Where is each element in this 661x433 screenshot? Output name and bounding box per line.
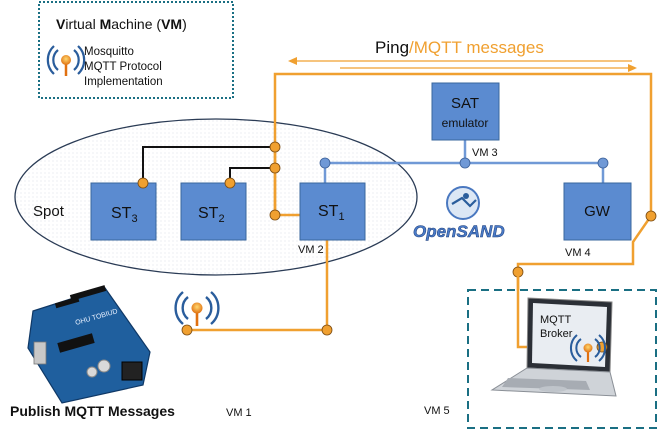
broker-label-1: MQTT (540, 314, 571, 326)
st1-node: ST1 (299, 182, 366, 241)
svg-text:emulator: emulator (442, 116, 489, 130)
svg-text:OpenSAND: OpenSAND (413, 222, 505, 241)
arduino-board: OHU TOBIUD (27, 285, 151, 404)
svg-text:ST3: ST3 (111, 205, 138, 225)
mosquitto-icon (46, 45, 86, 76)
publish-caption: Publish MQTT Messages (10, 403, 175, 419)
vm3-label: VM 3 (472, 147, 498, 159)
ping-mqtt-label: Ping/MQTT messages (375, 38, 544, 57)
legend-line-1: Mosquitto (84, 46, 134, 58)
st3-node: ST3 (90, 182, 157, 241)
st2-node: ST2 (180, 182, 247, 241)
opensand-logo: OpenSAND (413, 186, 505, 241)
arduino-mosquitto-icon (174, 291, 220, 326)
broker-mosquitto-icon (570, 334, 606, 362)
svg-text:GW: GW (584, 203, 611, 220)
broker-label-2: Broker (540, 328, 573, 340)
svg-text:ST1: ST1 (318, 203, 345, 223)
legend-box: Virtual Machine (VM) Mosquitto MQTT Prot… (38, 1, 234, 99)
svg-text:SAT: SAT (451, 95, 479, 112)
legend-line-3: Implementation (84, 76, 163, 88)
arrow-head-left (288, 57, 297, 65)
svg-text:ST2: ST2 (198, 205, 225, 225)
vm5-label: VM 5 (424, 405, 450, 417)
ping-mqtt-header: Ping/MQTT messages (288, 38, 637, 72)
vm2-label: VM 2 (298, 244, 324, 256)
legend-title: Virtual Machine (VM) (56, 16, 187, 32)
legend-line-2: MQTT Protocol (84, 61, 162, 73)
link-st3 (142, 146, 275, 183)
gw-node: GW (563, 182, 632, 241)
blue-junction-dots (319, 157, 609, 169)
sat-emulator-node: SAT emulator (431, 82, 500, 141)
vm4-label: VM 4 (565, 247, 591, 259)
arrow-head-right (628, 64, 637, 72)
vm1-label: VM 1 (226, 407, 252, 419)
spot-label: Spot (33, 203, 65, 220)
